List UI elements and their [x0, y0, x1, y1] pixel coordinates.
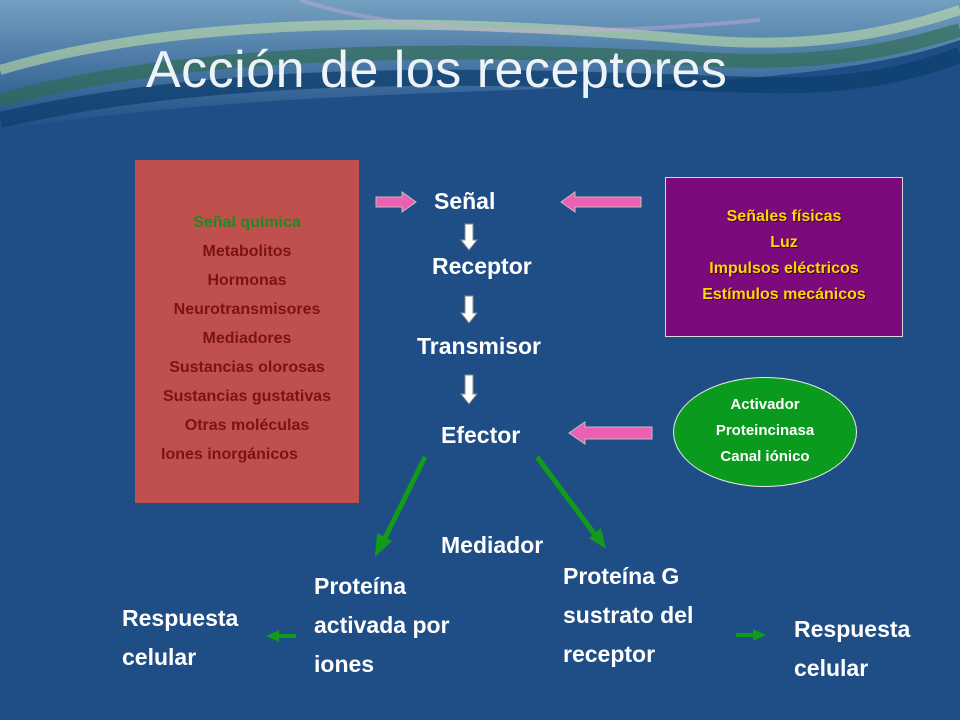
pink-arrow-chemical-to-signal [375, 191, 417, 213]
effector-type-line: Proteincinasa [715, 422, 815, 439]
slide-title: Acción de los receptores [146, 41, 728, 99]
effector-type-line: Activador [730, 396, 800, 413]
cell-response-line: Respuesta [122, 605, 239, 631]
physical-signals-box: Señales físicas Luz Impulsos eléctricos … [665, 177, 903, 337]
green-arrowhead-g-protein [589, 528, 606, 549]
protein-ion-line: activada por [314, 612, 450, 638]
chemical-signal-line: Sustancias gustativas [162, 388, 332, 405]
green-arrowhead-right-response [753, 629, 766, 641]
green-arrow-efector-to-ion-protein [381, 455, 428, 542]
chemical-signal-line: Mediadores [202, 330, 292, 347]
cell-response-line: celular [794, 655, 869, 681]
physical-signal-line: Luz [770, 234, 798, 251]
green-arrow-efector-to-g-protein [534, 455, 599, 538]
g-protein-line: sustrato del [563, 602, 694, 628]
cell-response-left-label: Respuesta celular [122, 599, 238, 677]
senal-label: Señal [434, 188, 496, 214]
efector-label: Efector [441, 422, 521, 448]
down-arrow-signal-to-receptor [459, 223, 479, 251]
physical-signal-line: Estímulos mecánicos [702, 286, 866, 303]
pink-arrow-ellipse-to-effector [568, 421, 653, 445]
effector-type-line: Canal iónico [720, 448, 810, 465]
cell-response-right-label: Respuesta celular [794, 610, 910, 688]
physical-signal-line: Señales físicas [726, 208, 842, 225]
chemical-signal-line: Iones inorgánicos [161, 446, 298, 463]
protein-ion-activated-label: Proteína activada por iones [314, 567, 450, 684]
protein-ion-line: Proteína [314, 573, 407, 599]
mediador-label: Mediador [441, 532, 544, 558]
chemical-signal-line: Señal química [193, 214, 301, 231]
physical-signal-line: Impulsos eléctricos [709, 260, 859, 277]
down-arrow-transmisor-to-efector [459, 374, 479, 405]
pink-arrow-physical-to-signal [560, 191, 642, 213]
green-arrowhead-ion-protein [375, 533, 392, 557]
chemical-signal-line: Sustancias olorosas [169, 359, 325, 376]
green-arrowhead-left-response [266, 630, 279, 642]
chemical-signal-line: Neurotransmisores [173, 301, 321, 318]
chemical-signal-line: Otras moléculas [184, 417, 310, 434]
receptor-label: Receptor [432, 253, 532, 279]
g-protein-label: Proteína G sustrato del receptor [563, 557, 693, 674]
transmisor-label: Transmisor [417, 333, 541, 359]
cell-response-line: Respuesta [794, 616, 911, 642]
g-protein-line: Proteína G [563, 563, 680, 589]
protein-ion-line: iones [314, 651, 375, 677]
chemical-signals-box: Señal química Metabolitos Hormonas Neuro… [135, 160, 359, 503]
chemical-signal-line: Hormonas [207, 272, 287, 289]
g-protein-line: receptor [563, 641, 656, 667]
effector-types-ellipse: Activador Proteincinasa Canal iónico [673, 377, 857, 487]
chemical-signal-line: Metabolitos [202, 243, 292, 260]
cell-response-line: celular [122, 644, 197, 670]
down-arrow-receptor-to-transmisor [459, 295, 479, 324]
